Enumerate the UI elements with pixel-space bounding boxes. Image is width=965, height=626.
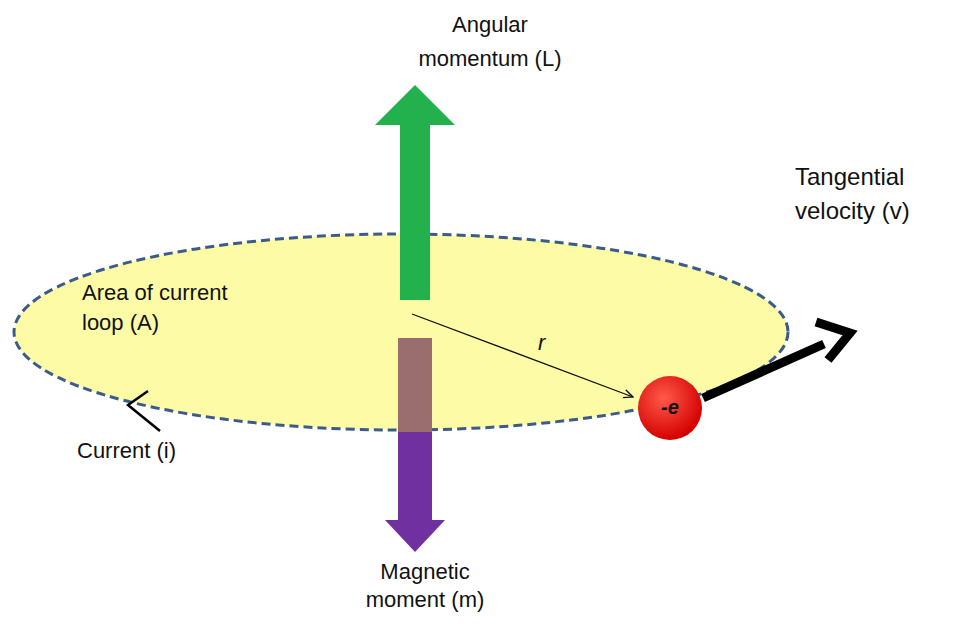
region-label: Area of current loop (A) — [82, 278, 252, 338]
arrow-label: Angular momentum (L) — [405, 8, 575, 76]
loop-ellipse — [14, 234, 788, 430]
angular-momentum-shaft — [400, 124, 430, 300]
radius-label: r — [538, 330, 558, 356]
velocity-head — [816, 322, 850, 360]
electron — [638, 376, 702, 440]
current-label: Current (i) — [77, 437, 237, 465]
arrow-label: Tangential velocity (v) — [795, 160, 960, 228]
electron-circle: -e — [637, 375, 703, 441]
magnetic-moment-shaft-inside — [398, 338, 432, 432]
magnetic-moment-head — [385, 520, 445, 552]
arrow-label: Magnetic moment (m) — [340, 558, 510, 614]
magnetic-moment-shaft — [398, 338, 432, 522]
angular-momentum-head — [375, 85, 455, 125]
charge-label: -e — [661, 394, 679, 421]
